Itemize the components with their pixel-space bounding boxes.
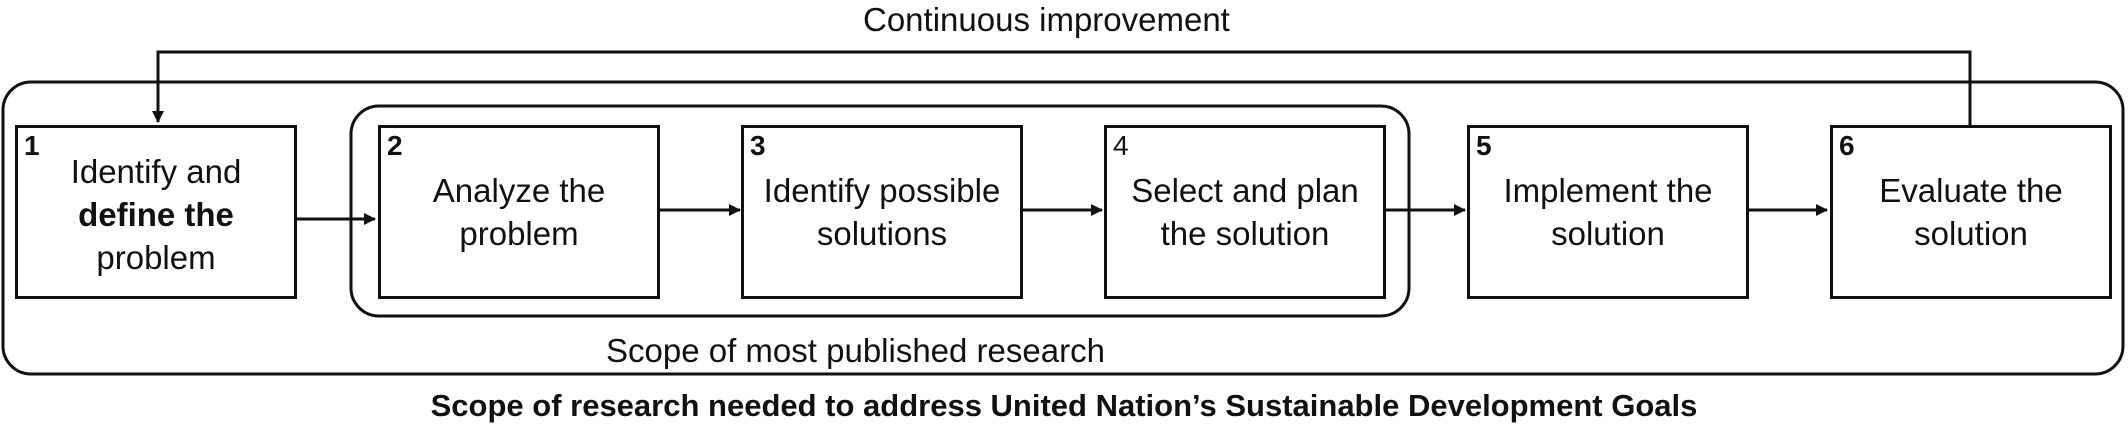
outer-scope-label: Scope of research needed to address Unit… <box>430 388 1698 423</box>
step-6-line-2: solution <box>1914 215 2028 252</box>
step-3-number: 3 <box>750 130 766 161</box>
outer-scope-frame <box>1 80 2125 376</box>
feedback-loop-arrow <box>152 50 1972 125</box>
step-3-line-1: Identify possible <box>763 172 1001 209</box>
inner-scope-label: Scope of most published research <box>606 332 1105 369</box>
step-2-box: 2 Analyze the problem <box>378 125 660 299</box>
step-4-line-1: Select and plan <box>1131 172 1359 209</box>
step-1-number: 1 <box>24 130 40 161</box>
step-1-box: 1 Identify and define the problem <box>15 125 297 299</box>
step-5-line-1: Implement the <box>1503 172 1713 209</box>
step-2-line-1: Analyze the <box>432 172 606 209</box>
step-6-line-1: Evaluate the <box>1879 172 2063 209</box>
step-4-line-2: the solution <box>1160 215 1330 252</box>
step-4-box: 4 Select and plan the solution <box>1104 125 1386 299</box>
continuous-improvement-label: Continuous improvement <box>863 1 1230 38</box>
step-5-number: 5 <box>1476 130 1492 161</box>
step-6-number: 6 <box>1839 130 1855 161</box>
step-6-box: 6 Evaluate the solution <box>1830 125 2112 299</box>
step-5-line-2: solution <box>1551 215 1665 252</box>
step-1-line-1: Identify and <box>70 153 242 190</box>
step-3-box: 3 Identify possible solutions <box>741 125 1023 299</box>
step-2-number: 2 <box>387 130 403 161</box>
step-4-number: 4 <box>1113 130 1129 161</box>
step-2-line-2: problem <box>459 215 579 252</box>
step-3-line-2: solutions <box>816 215 948 252</box>
step-1-line-2: define the <box>78 196 234 233</box>
step-5-box: 5 Implement the solution <box>1467 125 1749 299</box>
step-1-line-3: problem <box>96 239 216 276</box>
